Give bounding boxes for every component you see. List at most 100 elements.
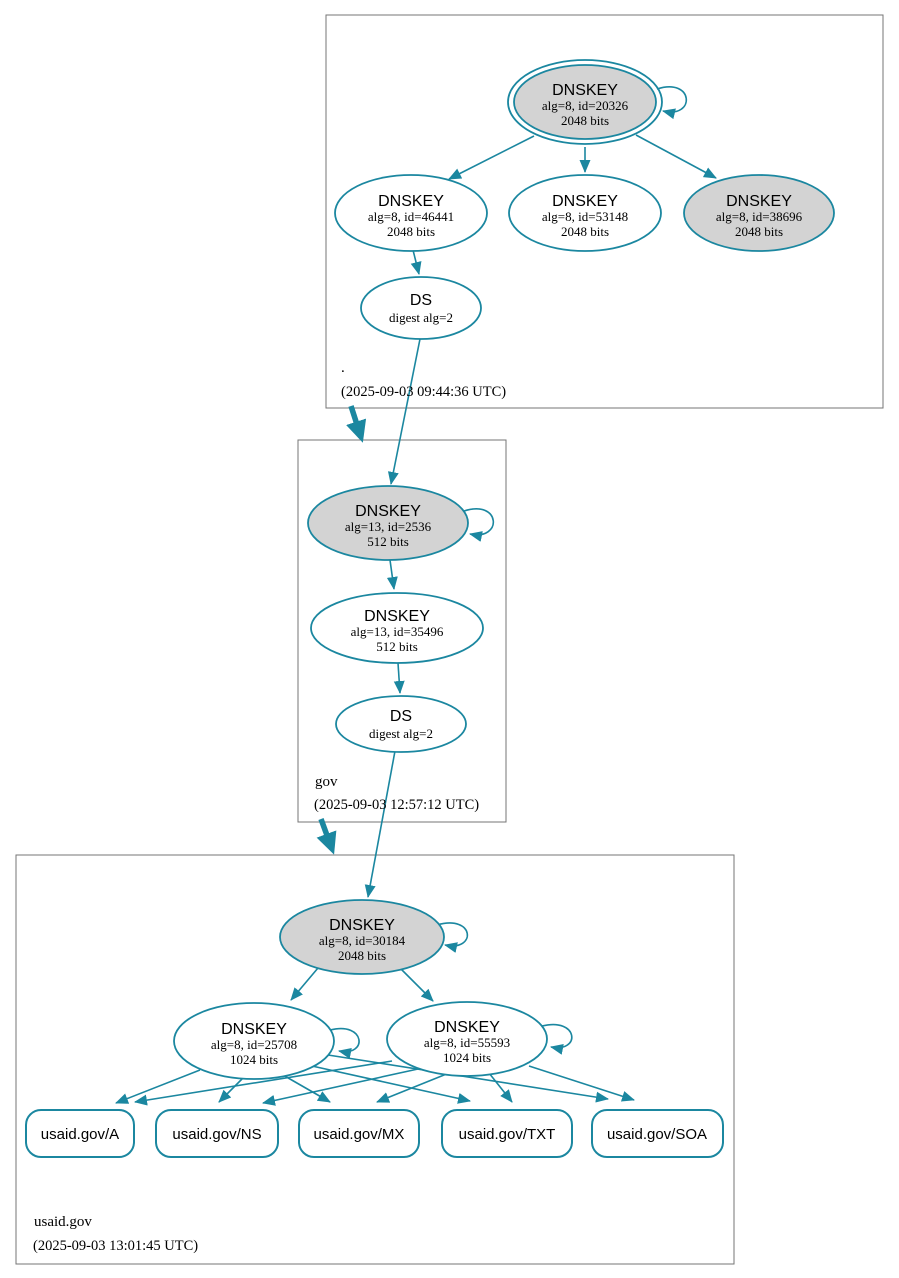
node-bits: 2048 bits — [338, 948, 386, 963]
zone-root-box — [325, 14, 884, 409]
edge-ds-gov-to-usaid-ksk — [364, 750, 396, 898]
edge-selfloop-dnskey-30184 — [436, 922, 469, 953]
node-rrset-usaid-txt: usaid.gov/TXT — [441, 1109, 573, 1158]
node-rrset-usaid-mx: usaid.gov/MX — [298, 1109, 420, 1158]
node-rrset-usaid-soa: usaid.gov/SOA — [591, 1109, 724, 1158]
rrset-label: usaid.gov/TXT — [459, 1126, 556, 1143]
node-title: DNSKEY — [378, 193, 444, 210]
node-dnskey-20326-ksk: DNSKEY alg=8, id=20326 2048 bits — [507, 59, 663, 145]
edge-zone-gov-to-usaid — [316, 818, 337, 855]
rrset-label: usaid.gov/A — [41, 1126, 119, 1143]
key-ellipse — [508, 174, 662, 252]
edge-20326-to-38696 — [635, 134, 717, 179]
node-dnskey-2536-ksk: DNSKEY alg=13, id=2536 512 bits — [307, 485, 469, 561]
key-ellipse — [310, 592, 484, 664]
rrset-label: usaid.gov/NS — [172, 1126, 261, 1143]
edge-selfloop-dnskey-20326 — [656, 86, 688, 120]
zone-root-timestamp: (2025-09-03 09:44:36 UTC) — [341, 384, 506, 400]
edge-selfloop-dnskey-2536 — [463, 508, 495, 542]
node-dnskey-46441: DNSKEY alg=8, id=46441 2048 bits — [334, 174, 488, 252]
rrset-label: usaid.gov/SOA — [607, 1126, 707, 1143]
node-rrset-usaid-ns: usaid.gov/NS — [155, 1109, 279, 1158]
edge-2536-to-35496 — [386, 559, 398, 590]
node-title: DNSKEY — [434, 1019, 500, 1036]
node-title: DNSKEY — [355, 503, 421, 520]
node-dnskey-38696: DNSKEY alg=8, id=38696 2048 bits — [683, 174, 835, 252]
node-bits: 2048 bits — [561, 113, 609, 128]
edge-30184-to-25708 — [290, 967, 319, 1001]
node-detail: alg=13, id=2536 — [345, 519, 432, 534]
edge-ds-root-to-gov-ksk — [387, 338, 421, 485]
node-dnskey-30184-ksk: DNSKEY alg=8, id=30184 2048 bits — [279, 899, 445, 975]
edge-selfloop-dnskey-55593 — [541, 1023, 573, 1055]
ds-ellipse — [360, 276, 482, 340]
node-detail: alg=8, id=53148 — [542, 209, 628, 224]
node-detail: alg=8, id=55593 — [424, 1035, 510, 1050]
node-detail: digest alg=2 — [369, 726, 433, 741]
zone-gov-box — [297, 439, 507, 823]
node-detail: digest alg=2 — [389, 310, 453, 325]
edge-25708-to-ns — [218, 1077, 244, 1103]
node-dnskey-35496: DNSKEY alg=13, id=35496 512 bits — [310, 592, 484, 664]
node-detail: alg=13, id=35496 — [351, 624, 444, 639]
node-ds-gov: DS digest alg=2 — [335, 695, 467, 753]
node-bits: 2048 bits — [561, 224, 609, 239]
node-bits: 2048 bits — [735, 224, 783, 239]
node-bits: 1024 bits — [443, 1050, 491, 1065]
node-title: DNSKEY — [552, 82, 618, 99]
zone-usaid-timestamp: (2025-09-03 13:01:45 UTC) — [33, 1238, 198, 1254]
rrset-rect — [155, 1109, 279, 1158]
node-ds-root: DS digest alg=2 — [360, 276, 482, 340]
ksk-ellipse — [307, 485, 469, 561]
edge-30184-to-55593 — [400, 968, 434, 1002]
rrset-rect — [298, 1109, 420, 1158]
node-bits: 512 bits — [367, 534, 409, 549]
node-detail: alg=8, id=30184 — [319, 933, 406, 948]
ksk-ellipse — [279, 899, 445, 975]
edge-55593-to-mx — [376, 1072, 450, 1103]
node-title: DNSKEY — [221, 1021, 287, 1038]
edge-25708-to-txt — [311, 1065, 471, 1104]
zone-root-label: . — [341, 360, 345, 376]
node-title: DNSKEY — [726, 193, 792, 210]
node-bits: 2048 bits — [387, 224, 435, 239]
edge-selfloop-dnskey-25708 — [329, 1027, 360, 1059]
node-title: DS — [410, 292, 432, 309]
node-title: DS — [390, 708, 412, 725]
node-detail: alg=8, id=38696 — [716, 209, 803, 224]
zone-gov-timestamp: (2025-09-03 12:57:12 UTC) — [314, 797, 479, 813]
edge-25708-to-mx — [282, 1074, 331, 1103]
node-detail: alg=8, id=20326 — [542, 98, 629, 113]
node-title: DNSKEY — [552, 193, 618, 210]
edge-25708-to-a — [115, 1069, 201, 1104]
edge-55593-to-txt — [488, 1072, 513, 1103]
rrset-rect — [591, 1109, 724, 1158]
ksk-ellipse — [513, 64, 657, 140]
rrset-rect — [25, 1109, 135, 1158]
edge-zone-root-to-gov — [346, 405, 367, 443]
node-detail: alg=8, id=25708 — [211, 1037, 297, 1052]
edge-35496-to-ds-gov — [393, 662, 405, 694]
edge-20326-to-46441 — [448, 135, 535, 180]
ksk-outer-ring — [507, 59, 663, 145]
edge-55593-to-a — [134, 1060, 393, 1106]
zone-gov-label: gov — [315, 774, 338, 790]
node-dnskey-53148: DNSKEY alg=8, id=53148 2048 bits — [508, 174, 662, 252]
node-title: DNSKEY — [329, 917, 395, 934]
edge-55593-to-ns — [262, 1068, 419, 1106]
rrset-rect — [441, 1109, 573, 1158]
node-dnskey-25708: DNSKEY alg=8, id=25708 1024 bits — [173, 1002, 335, 1080]
rrset-label: usaid.gov/MX — [314, 1126, 405, 1143]
key-ellipse — [334, 174, 488, 252]
edge-25708-to-soa — [327, 1054, 609, 1103]
node-rrset-usaid-a: usaid.gov/A — [25, 1109, 135, 1158]
key-ellipse — [386, 1001, 548, 1077]
zone-usaid-label: usaid.gov — [34, 1214, 92, 1230]
node-bits: 1024 bits — [230, 1052, 278, 1067]
node-dnskey-55593: DNSKEY alg=8, id=55593 1024 bits — [386, 1001, 548, 1077]
key-ellipse — [683, 174, 835, 252]
key-ellipse — [173, 1002, 335, 1080]
ds-ellipse — [335, 695, 467, 753]
